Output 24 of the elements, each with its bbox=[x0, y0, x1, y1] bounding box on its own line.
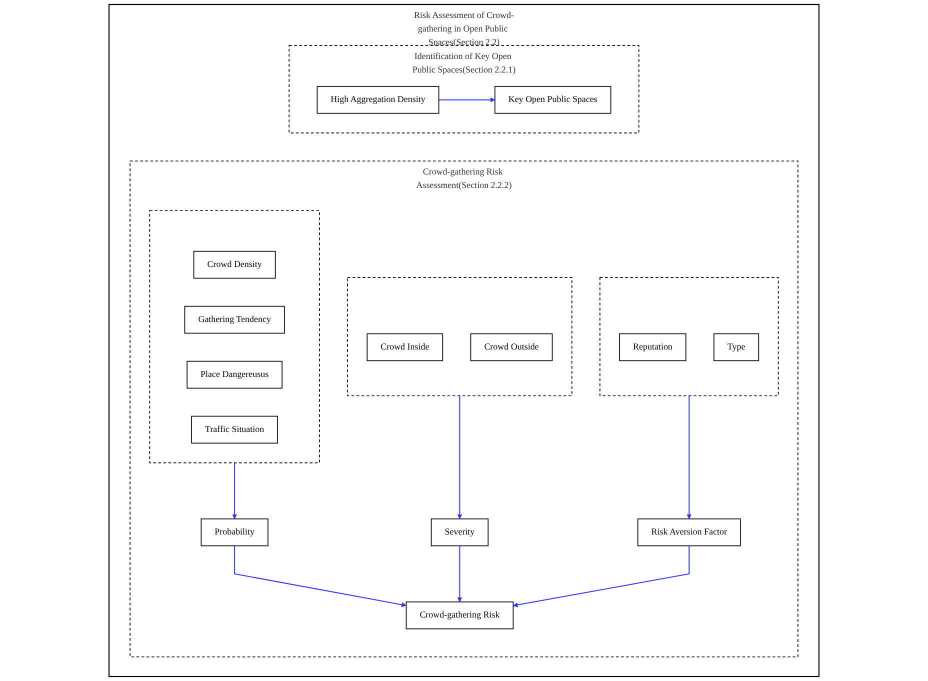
cluster bbox=[600, 276, 779, 396]
arrow bbox=[686, 396, 692, 520]
node-box: Severity bbox=[430, 518, 489, 546]
node-box: Probability bbox=[200, 518, 268, 546]
node-box: High Aggregation Density bbox=[316, 86, 440, 114]
node-box: Traffic Situation bbox=[191, 416, 278, 444]
cluster bbox=[149, 210, 320, 464]
arrow bbox=[438, 97, 496, 102]
node-box: Risk Aversion Factor bbox=[637, 518, 741, 546]
arrow bbox=[232, 462, 238, 520]
arrow bbox=[457, 546, 462, 602]
node-box: Crowd Inside bbox=[366, 333, 444, 362]
node-box: Gathering Tendency bbox=[184, 306, 285, 334]
node-box: Place Dangereusus bbox=[186, 360, 282, 389]
node-box: Crowd Density bbox=[193, 250, 276, 279]
node-box: Reputation bbox=[619, 333, 686, 362]
arrow bbox=[234, 546, 406, 608]
node-box: Crowd Outside bbox=[470, 333, 553, 362]
node-box: Crowd-gathering Risk bbox=[406, 601, 514, 630]
node-box: Key Open Public Spaces bbox=[494, 86, 612, 114]
arrow bbox=[457, 396, 462, 520]
arrow bbox=[512, 546, 690, 608]
node-box: Type bbox=[714, 333, 760, 362]
cluster bbox=[347, 276, 572, 396]
